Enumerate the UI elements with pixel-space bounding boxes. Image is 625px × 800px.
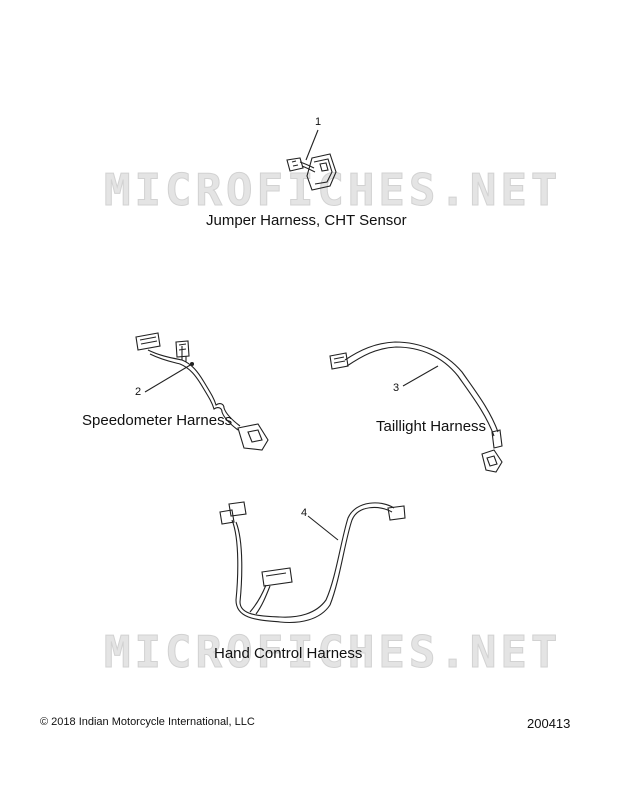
part-label-1: Jumper Harness, CHT Sensor	[206, 212, 407, 229]
part-label-4: Hand Control Harness	[214, 645, 363, 662]
copyright: © 2018 Indian Motorcycle International, …	[40, 716, 255, 728]
taillight-harness-drawing	[329, 341, 503, 473]
part-label-2: Speedometer Harness	[82, 412, 233, 429]
jumper-harness-drawing	[286, 129, 337, 191]
diagram-code: 200413	[527, 716, 571, 731]
part-number-4: 4	[301, 507, 308, 519]
copyright-text: 2018 Indian Motorcycle International, LL…	[51, 716, 255, 728]
hand-control-harness-drawing	[219, 501, 406, 624]
watermark-bottom: MICROFICHES.NET	[103, 627, 562, 679]
part-number-2: 2	[135, 386, 142, 398]
part-label-3: Taillight Harness	[376, 418, 487, 435]
copyright-icon: ©	[40, 716, 52, 728]
speedometer-harness-drawing	[135, 332, 269, 451]
watermark-top: MICROFICHES.NET	[103, 165, 562, 217]
part-number-1: 1	[315, 116, 322, 128]
part-number-3: 3	[393, 382, 400, 394]
